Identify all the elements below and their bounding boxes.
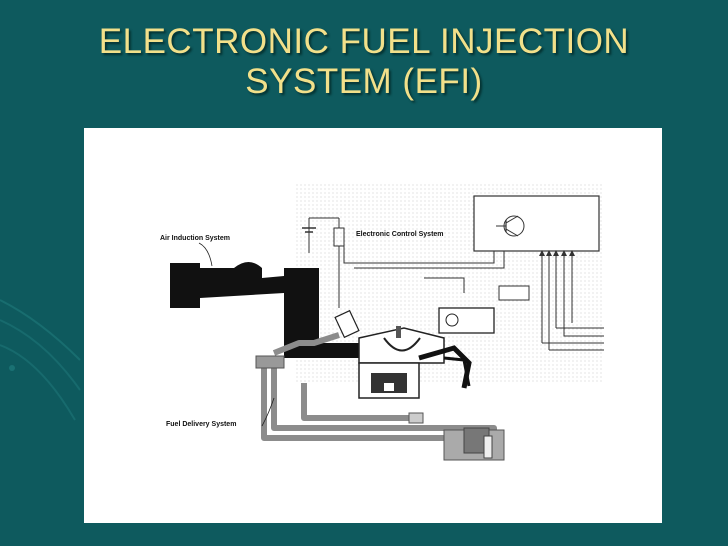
signal-arrows [539, 250, 575, 256]
fuel-delivery-label: Fuel Delivery System [166, 421, 237, 428]
distributor [438, 285, 530, 334]
slide-title: ELECTRONIC FUEL INJECTION SYSTEM (EFI) [0, 22, 728, 102]
battery-switch [302, 217, 345, 253]
title-line-1: ELECTRONIC FUEL INJECTION [98, 22, 630, 61]
efi-diagram: Air Induction System Electronic Control … [84, 128, 662, 523]
efi-schematic [170, 183, 604, 461]
electronic-control-label: Electronic Control System [356, 231, 444, 238]
control-wiring [338, 246, 604, 351]
fuel-tank-pump [443, 427, 505, 461]
engine-cylinder [358, 326, 472, 399]
pressure-regulator [255, 355, 285, 369]
title-line-2: SYSTEM (EFI) [245, 62, 483, 101]
fuel-injector [334, 309, 360, 339]
fuel-filter [408, 412, 424, 424]
air-induction-label: Air Induction System [160, 235, 231, 242]
label-leaders [198, 242, 275, 427]
ecu-unit [473, 195, 600, 252]
